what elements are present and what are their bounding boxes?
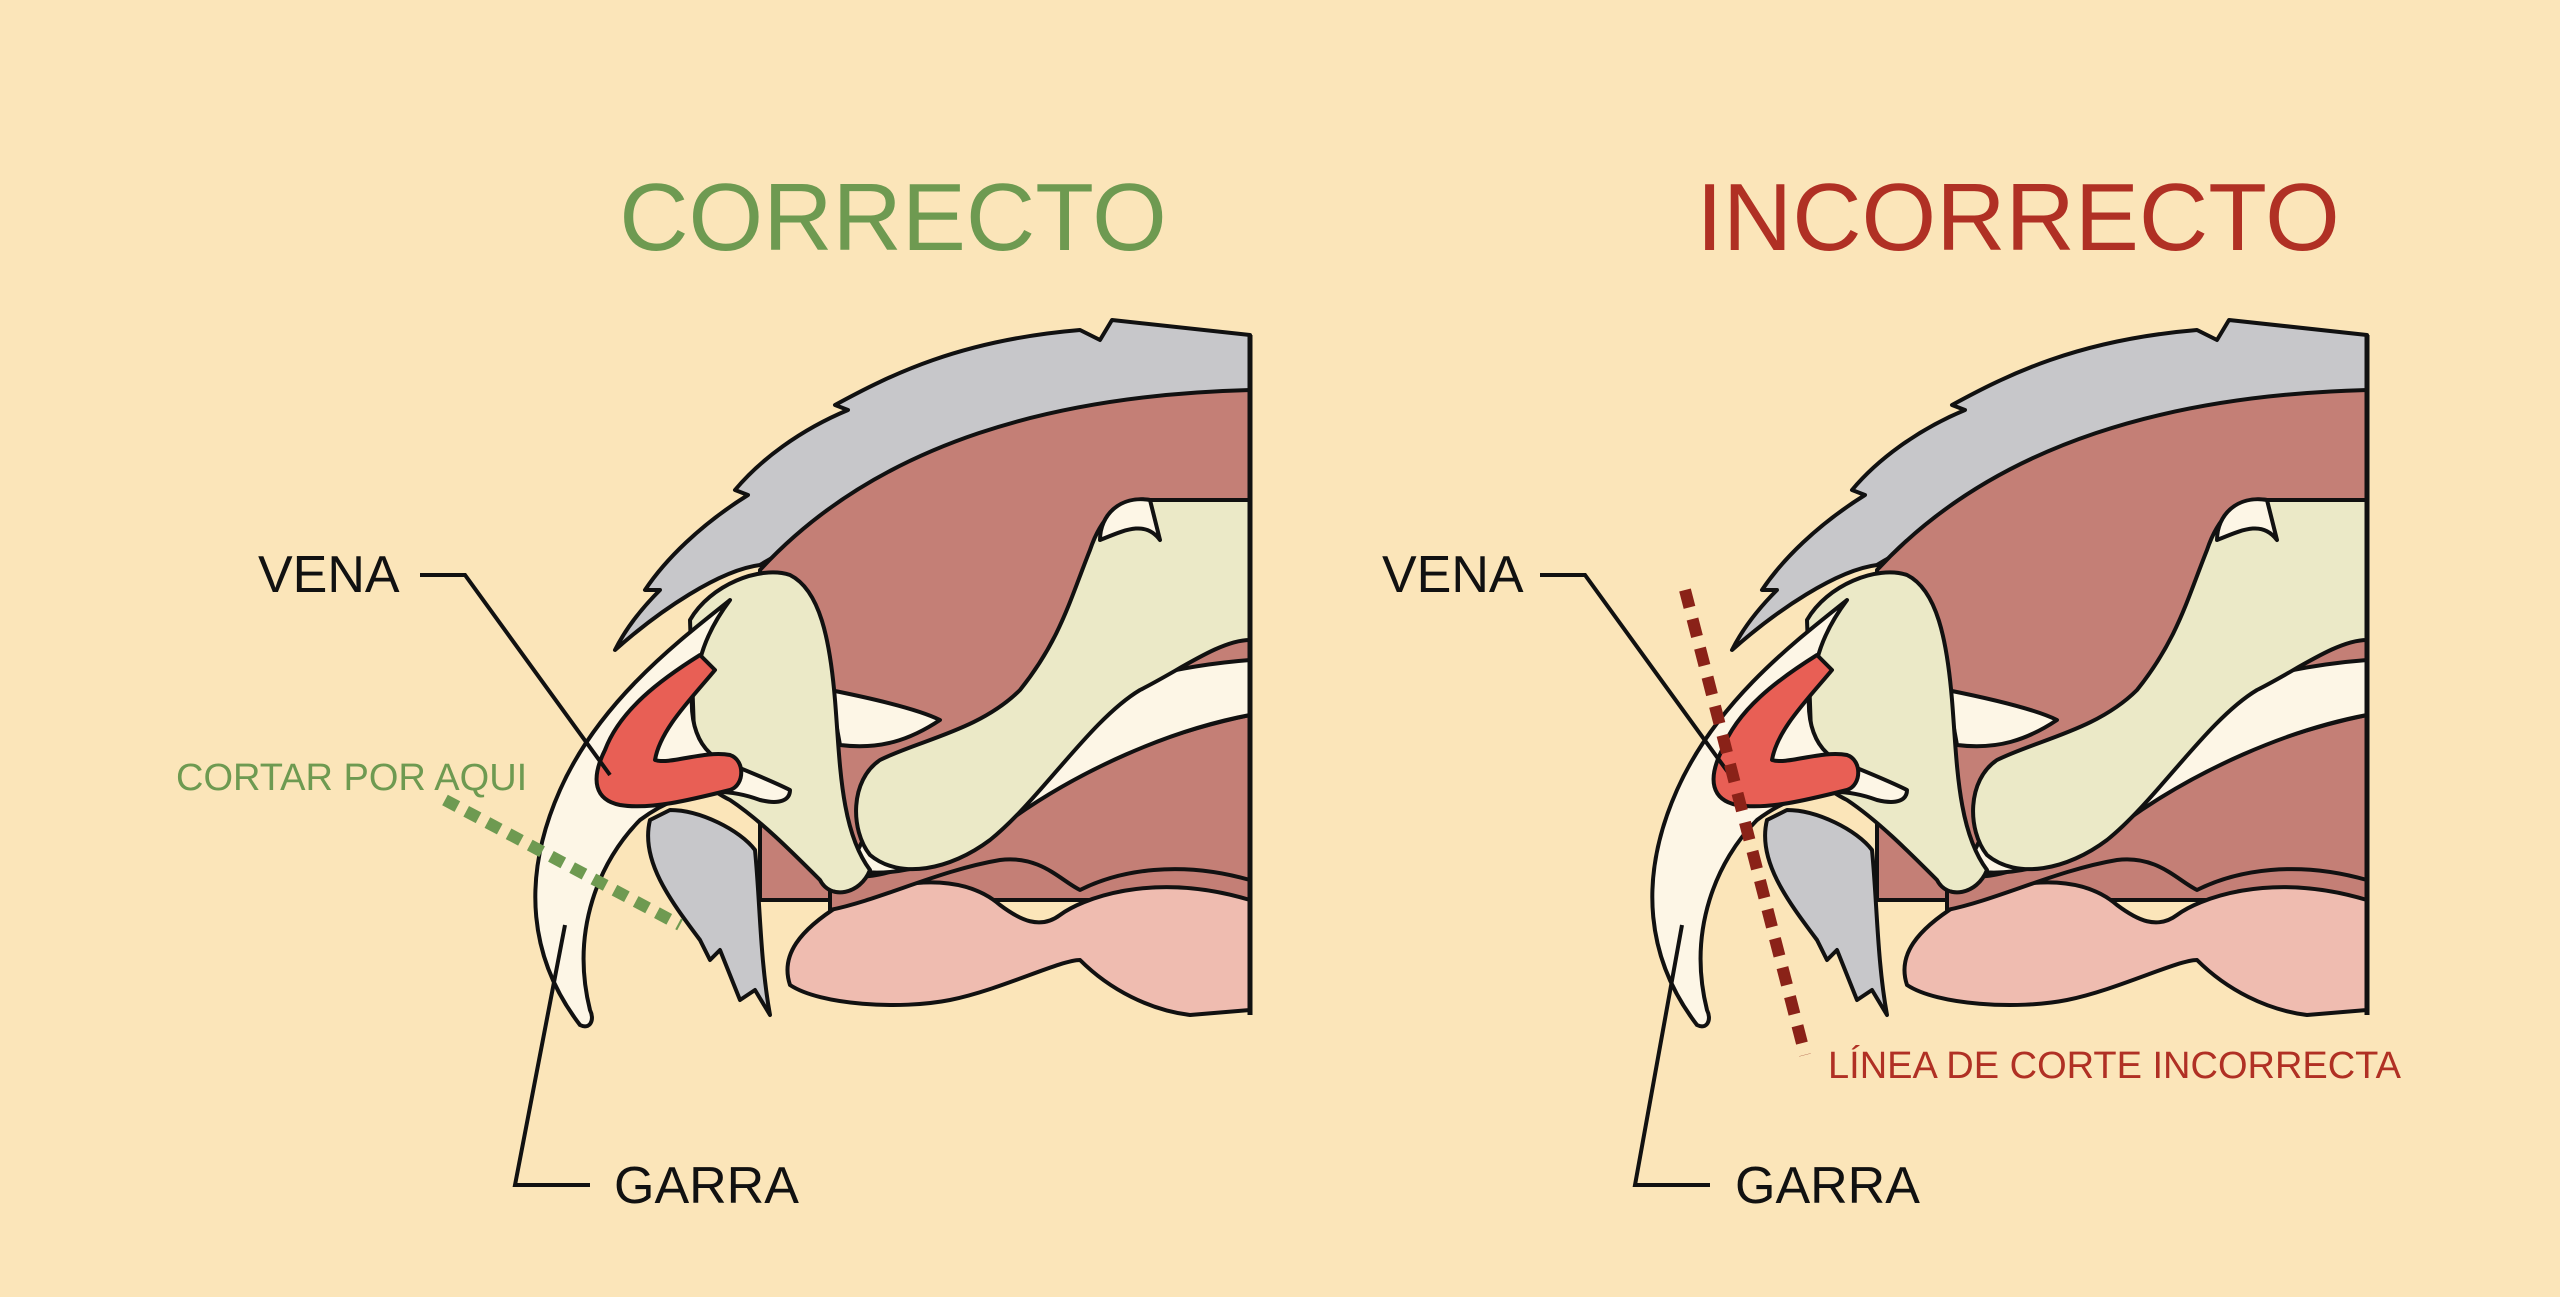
claw-label: GARRA — [1735, 1157, 1920, 1215]
incorrect-cut-label: LÍNEA DE CORTE INCORRECTA — [1828, 1044, 2402, 1087]
vein-label: VENA — [1382, 546, 1524, 604]
panel-correct: CORRECTO VENA GARRA CORTAR POR AQUI — [176, 164, 1250, 1215]
paw-illustration-correct — [535, 320, 1250, 1026]
vein-leader-line — [1540, 573, 1732, 777]
panel-incorrect: INCORRECTO VENA GARRA LÍNEA DE CORTE INC… — [1382, 164, 2402, 1215]
correct-cut-line — [442, 794, 683, 931]
title-correct: CORRECTO — [619, 164, 1167, 271]
paw-illustration-incorrect — [1652, 320, 2367, 1026]
claw-label: GARRA — [614, 1157, 799, 1215]
cut-label: CORTAR POR AQUI — [176, 757, 527, 799]
claw-leader-line — [1632, 924, 1710, 1187]
vein-label: VENA — [258, 546, 400, 604]
title-incorrect: INCORRECTO — [1696, 164, 2340, 271]
incorrect-cut-line — [1679, 588, 1811, 1057]
vein-leader-line — [420, 573, 612, 777]
claw-leader-line — [512, 924, 590, 1187]
